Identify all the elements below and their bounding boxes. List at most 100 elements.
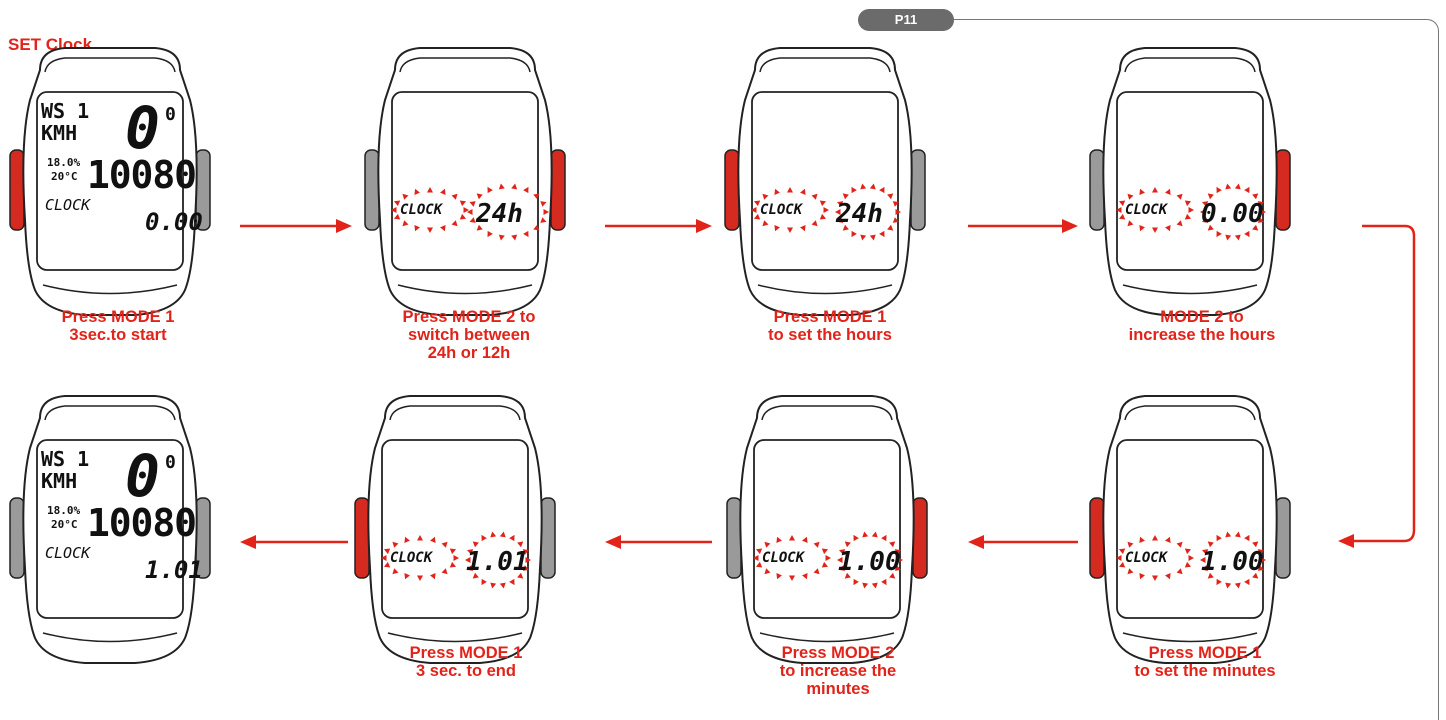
small-readout: 18.0%	[47, 156, 80, 169]
flash-indicator	[509, 534, 515, 542]
flash-indicator	[498, 183, 505, 190]
flash-indicator	[838, 549, 846, 555]
flash-indicator	[466, 565, 474, 571]
flash-indicator	[490, 582, 497, 589]
flash-indicator	[894, 565, 902, 571]
mode-1-button[interactable]	[9, 149, 25, 231]
flash-indicator	[540, 217, 547, 223]
flash-indicator	[1252, 193, 1259, 200]
flash-indicator	[481, 578, 487, 586]
flash-indicator	[892, 201, 900, 207]
flash-indicator	[838, 565, 846, 571]
mode-2-button[interactable]	[1275, 149, 1291, 231]
step-caption: MODE 2 to increase the hours	[1128, 308, 1276, 344]
flash-indicator	[869, 234, 876, 241]
flash-indicator	[417, 535, 423, 541]
unit-label: KMH	[41, 121, 77, 145]
flash-indicator	[1176, 193, 1183, 200]
clock-label: CLOCK	[762, 550, 806, 566]
flash-indicator	[402, 193, 409, 200]
flash-indicator	[498, 234, 505, 241]
flash-indicator	[1165, 536, 1171, 543]
speed-decimal: 0	[165, 452, 176, 473]
flash-indicator	[774, 225, 780, 232]
flash-indicator	[825, 555, 831, 561]
flash-indicator	[522, 549, 530, 555]
flash-indicator	[449, 548, 457, 555]
flash-indicator	[1216, 230, 1222, 238]
flash-indicator	[853, 578, 859, 586]
mode-1-button[interactable]	[1089, 497, 1105, 579]
flash-indicator	[1118, 200, 1126, 207]
flash-indicator	[1152, 227, 1158, 233]
flash-indicator	[440, 225, 446, 232]
flash-indicator	[402, 220, 409, 227]
flash-indicator	[1257, 565, 1265, 571]
flash-indicator	[860, 183, 867, 190]
page-number-tab: P11	[858, 9, 954, 31]
flash-indicator	[383, 561, 391, 568]
step-caption: Press MODE 1 to set the minutes	[1134, 644, 1276, 680]
flash-indicator	[441, 568, 448, 575]
mode-1-button[interactable]	[354, 497, 370, 579]
flash-indicator	[1207, 224, 1214, 231]
flash-indicator	[465, 557, 471, 563]
flash-indicator	[869, 183, 876, 190]
flash-indicator	[774, 188, 780, 195]
flash-indicator	[472, 541, 479, 548]
flash-indicator	[813, 541, 820, 548]
mode-2-button[interactable]	[550, 149, 566, 231]
flash-indicator	[1201, 549, 1209, 555]
flash-indicator	[533, 193, 540, 200]
flash-indicator	[836, 217, 844, 223]
step-caption: Press MODE 1 3sec.to start	[61, 308, 175, 344]
flash-indicator	[1127, 541, 1134, 548]
flash-indicator	[414, 225, 420, 232]
flash-indicator	[1127, 220, 1134, 227]
flash-indicator	[440, 188, 446, 195]
flash-indicator	[821, 561, 829, 568]
mode-1-button[interactable]	[1089, 149, 1105, 231]
mode-1-button[interactable]	[364, 149, 380, 231]
flash-indicator	[466, 549, 474, 555]
flash-indicator	[392, 568, 399, 575]
flash-indicator	[1252, 224, 1259, 231]
flash-indicator	[800, 225, 806, 232]
clock-label: CLOCK	[1125, 202, 1169, 218]
flash-indicator	[1127, 568, 1134, 575]
flash-indicator	[472, 572, 479, 579]
mode-1-button[interactable]	[9, 497, 25, 579]
mode-2-button[interactable]	[540, 497, 556, 579]
flash-indicator	[1207, 193, 1214, 200]
flash-indicator	[853, 534, 859, 542]
step-caption: Press MODE 1 3 sec. to end	[409, 644, 523, 680]
flash-indicator	[499, 582, 506, 589]
flash-indicator	[835, 209, 841, 215]
mode-2-button[interactable]	[910, 149, 926, 231]
lcd-screen	[381, 439, 529, 619]
flash-indicator	[1225, 183, 1232, 190]
flash-indicator	[764, 568, 771, 575]
flash-indicator	[459, 200, 467, 207]
mode-2-button[interactable]	[912, 497, 928, 579]
flash-indicator	[753, 213, 761, 220]
flash-indicator	[842, 224, 849, 231]
flash-indicator	[1116, 555, 1122, 561]
mode-2-button[interactable]	[1275, 497, 1291, 579]
mode-1-button[interactable]	[726, 497, 742, 579]
flash-indicator	[451, 193, 458, 200]
flash-indicator	[509, 578, 515, 586]
mode-1-button[interactable]	[724, 149, 740, 231]
flash-indicator	[517, 541, 524, 548]
flash-indicator	[540, 201, 547, 207]
flash-indicator	[1139, 225, 1145, 232]
flash-indicator	[1244, 230, 1250, 238]
flash-indicator	[1184, 561, 1192, 568]
flash-indicator	[1234, 234, 1241, 241]
flash-indicator	[404, 573, 410, 580]
step-caption: Press MODE 2 to switch between 24h or 12…	[402, 308, 536, 362]
flash-indicator	[467, 209, 473, 215]
speed-readout: 0	[125, 442, 160, 510]
